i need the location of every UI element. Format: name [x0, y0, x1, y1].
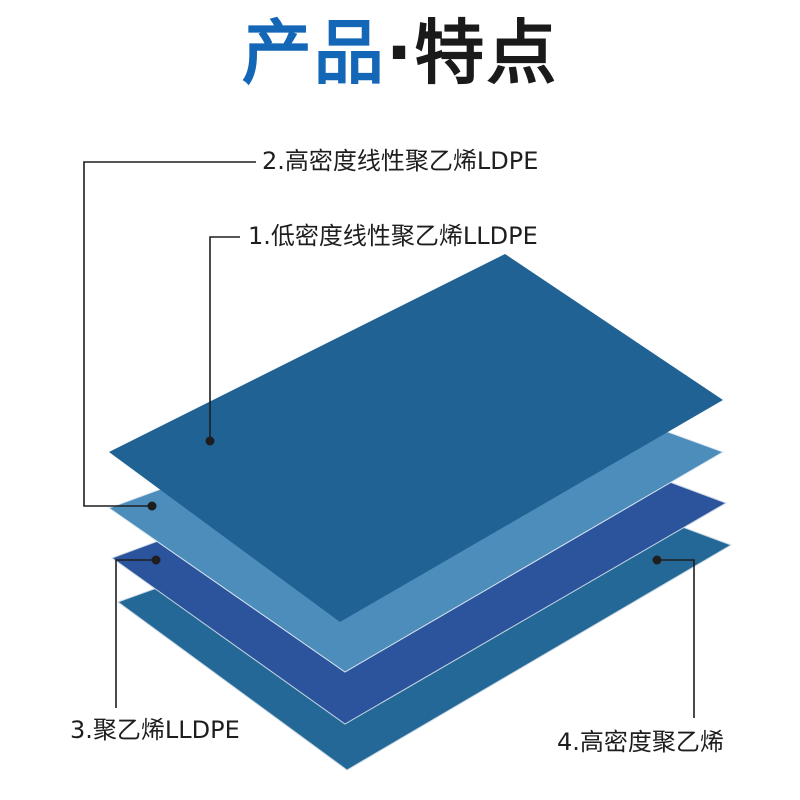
title-part-blue: 产品 — [241, 12, 386, 94]
marker-dot-layer-1 — [205, 436, 215, 446]
leader-line-layer-4 — [657, 559, 695, 718]
marker-dot-layer-2 — [147, 501, 157, 511]
leader-line-layer-1 — [209, 236, 240, 440]
label-layer-3: 3.聚乙烯LLDPE — [70, 716, 240, 744]
leader-line-layer-3 — [115, 559, 156, 708]
label-layer-4: 4.高密度聚乙烯 — [557, 728, 724, 756]
marker-dot-layer-4 — [652, 555, 662, 565]
page-title: 产品·特点 — [0, 18, 800, 88]
title-part-black: 特点 — [414, 12, 559, 94]
leader-line-layer-2 — [83, 161, 256, 507]
label-layer-1: 1.低密度线性聚乙烯LLDPE — [248, 222, 538, 250]
sheet-layer-1 — [109, 254, 723, 622]
marker-dot-layer-3 — [151, 555, 161, 565]
title-separator: · — [385, 12, 415, 94]
leader-lines — [83, 161, 695, 718]
label-layer-2: 2.高密度线性聚乙烯LDPE — [262, 147, 539, 175]
